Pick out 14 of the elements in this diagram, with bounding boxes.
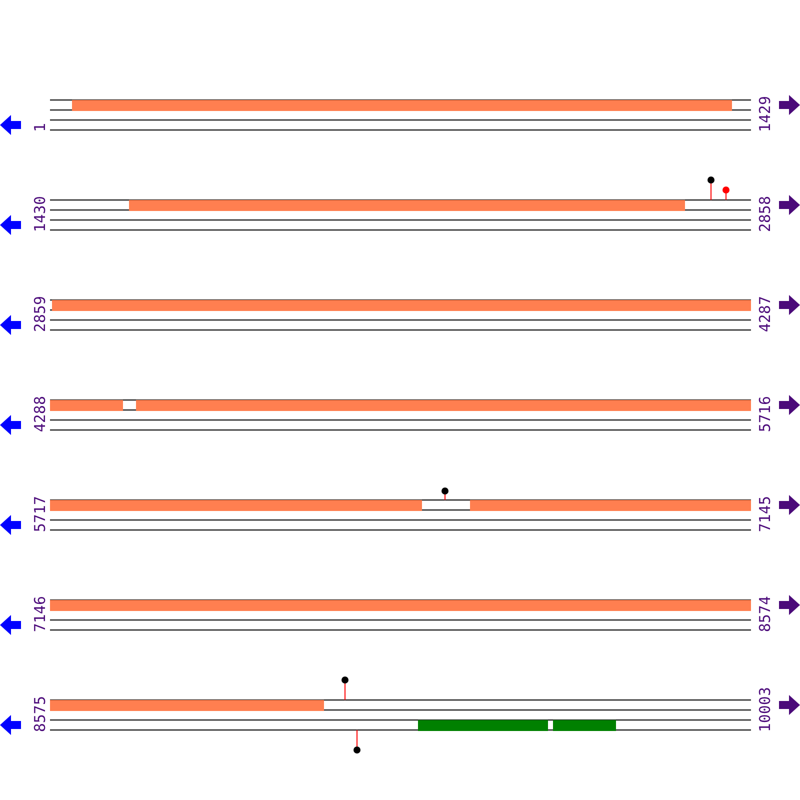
position-number: 1429 xyxy=(759,96,772,132)
position-number: 2858 xyxy=(759,196,772,232)
position-number: 1 xyxy=(34,122,47,132)
position-number: 5716 xyxy=(759,396,772,432)
position-number: 7146 xyxy=(34,596,47,632)
position-number: 10003 xyxy=(759,686,772,732)
position-number: 4288 xyxy=(34,396,47,432)
position-number: 2859 xyxy=(34,296,47,332)
position-number: 4287 xyxy=(759,296,772,332)
position-number: 5717 xyxy=(34,496,47,532)
position-number: 8575 xyxy=(34,696,47,732)
position-number: 8574 xyxy=(759,596,772,632)
position-number: 7145 xyxy=(759,496,772,532)
position-number: 1430 xyxy=(34,196,47,232)
